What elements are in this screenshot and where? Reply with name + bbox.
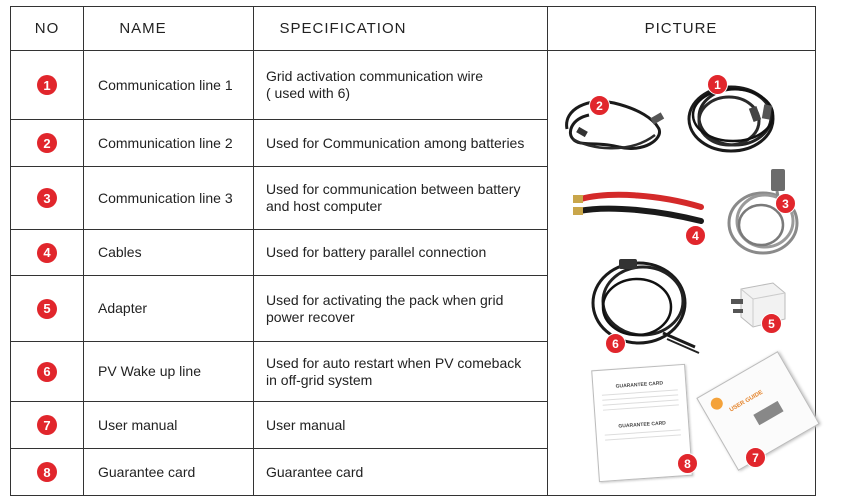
header-name: NAME	[119, 19, 167, 37]
spec-line: Grid activation communication wire	[266, 68, 484, 84]
row-divider	[11, 119, 547, 120]
spec-line: Guarantee card	[266, 463, 364, 480]
manual-title: USER GUIDE	[728, 389, 765, 414]
column-divider	[547, 7, 548, 495]
accessories-table: NO NAME SPECIFICATION PICTURE 1 Communic…	[10, 6, 820, 496]
row-divider	[11, 341, 547, 342]
item-spec: Grid activation communication wire( used…	[254, 51, 560, 119]
row-number: 8	[11, 449, 83, 495]
number-badge: 1	[37, 75, 57, 95]
number-badge: 2	[37, 133, 57, 153]
communication-line-3-image	[727, 169, 799, 255]
number-badge: 7	[37, 415, 57, 435]
row-divider	[11, 448, 547, 449]
row-number: 6	[11, 342, 83, 401]
header-no: NO	[34, 19, 60, 37]
row-divider	[11, 275, 547, 276]
picture-badge: 6	[605, 333, 626, 354]
number-badge: 8	[37, 462, 57, 482]
row-number: 2	[11, 120, 83, 166]
item-spec: Guarantee card	[254, 449, 560, 495]
row-number: 5	[11, 276, 83, 341]
column-divider	[253, 7, 254, 495]
communication-line-1-image	[687, 85, 775, 153]
item-name: Guarantee card	[98, 463, 196, 480]
picture-badge: 2	[589, 95, 610, 116]
item-name: Communication line 3	[98, 189, 233, 206]
item-name: Communication line 2	[98, 134, 233, 151]
row-number: 7	[11, 402, 83, 448]
item-name: Communication line 1	[98, 76, 233, 93]
header-specification: SPECIFICATION	[279, 19, 407, 37]
spec-line: Used for auto restart when PV comeback	[266, 354, 522, 371]
spec-line: power recover	[266, 308, 355, 325]
cables-image	[573, 191, 704, 224]
number-badge: 4	[37, 242, 57, 263]
spec-line: in off-grid system	[266, 371, 373, 388]
row-divider	[11, 229, 547, 230]
spec-line: Used for activating the pack when grid	[266, 291, 504, 308]
picture-badge: 3	[775, 193, 796, 214]
spec-line: Used for communication between battery	[266, 181, 521, 197]
header-picture: PICTURE	[644, 19, 718, 37]
spec-line: Used for battery parallel connection	[266, 244, 487, 260]
item-spec: User manual	[254, 402, 560, 448]
item-name: Adapter	[98, 300, 148, 316]
picture-badge: 5	[761, 313, 782, 334]
column-divider	[83, 7, 84, 495]
picture-badge: 7	[745, 447, 766, 468]
item-name: PV Wake up line	[98, 363, 201, 379]
communication-line-2-image	[565, 100, 665, 150]
item-spec: Used for Communication among batteries	[254, 120, 563, 166]
item-spec: Used for battery parallel connection	[254, 230, 560, 275]
row-divider	[11, 401, 547, 402]
picture-badge: 1	[707, 74, 728, 95]
number-badge: 6	[37, 361, 57, 382]
row-number: 1	[11, 51, 83, 119]
spec-line: Used for Communication among batteries	[266, 134, 525, 151]
picture-badge: 4	[685, 225, 706, 246]
item-name: Cables	[98, 244, 142, 260]
spec-line: User manual	[266, 416, 346, 433]
item-name: User manual	[98, 416, 178, 433]
number-badge: 3	[37, 188, 57, 208]
spec-line: ( used with 6)	[266, 85, 351, 101]
row-number: 4	[11, 230, 83, 275]
spec-line: and host computer	[266, 198, 382, 214]
header-divider	[11, 50, 815, 51]
pv-wake-up-line-image	[591, 259, 700, 354]
picture-badge: 8	[677, 453, 698, 474]
number-badge: 5	[37, 298, 57, 319]
row-divider	[11, 166, 547, 167]
row-number: 3	[11, 167, 83, 229]
